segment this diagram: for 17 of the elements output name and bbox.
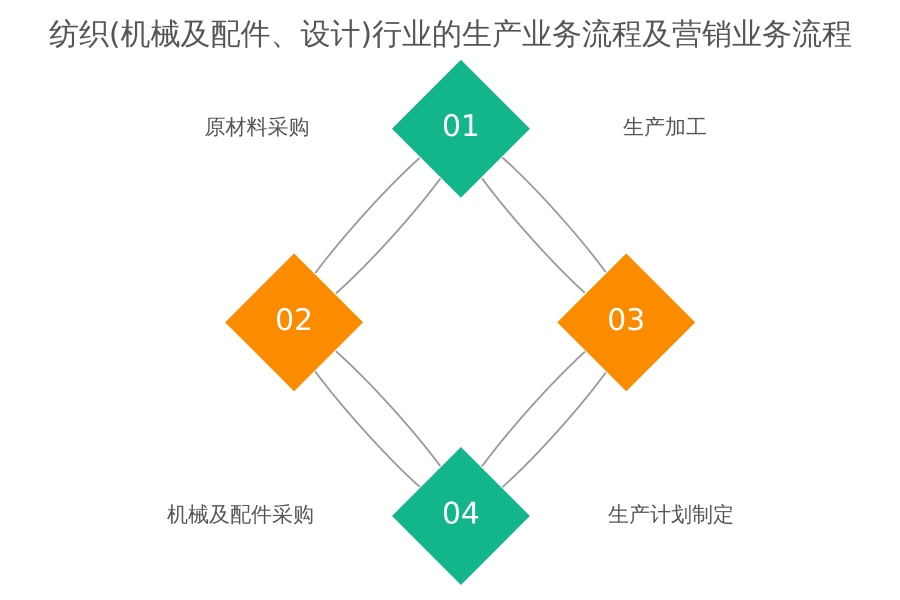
label: 机械及配件采购 (166, 502, 314, 526)
node-diamond: 01 (389, 58, 532, 200)
connector (501, 372, 606, 488)
connector (480, 178, 585, 294)
label: 生产加工 (622, 115, 706, 140)
connector (334, 178, 441, 294)
connector (314, 370, 420, 488)
node-diamond: 02 (222, 251, 365, 394)
connector (501, 156, 606, 273)
connector (314, 157, 420, 274)
connector (334, 350, 441, 467)
node-diamond: 04 (389, 444, 532, 588)
connector (480, 350, 586, 467)
diagram-title: 纺织(机械及配件、设计)行业的生产业务流程及营销业务流程 (48, 16, 852, 52)
label: 原材料采购 (204, 115, 309, 140)
label: 生产计划制定 (607, 502, 734, 526)
node-diamond: 03 (554, 251, 697, 394)
